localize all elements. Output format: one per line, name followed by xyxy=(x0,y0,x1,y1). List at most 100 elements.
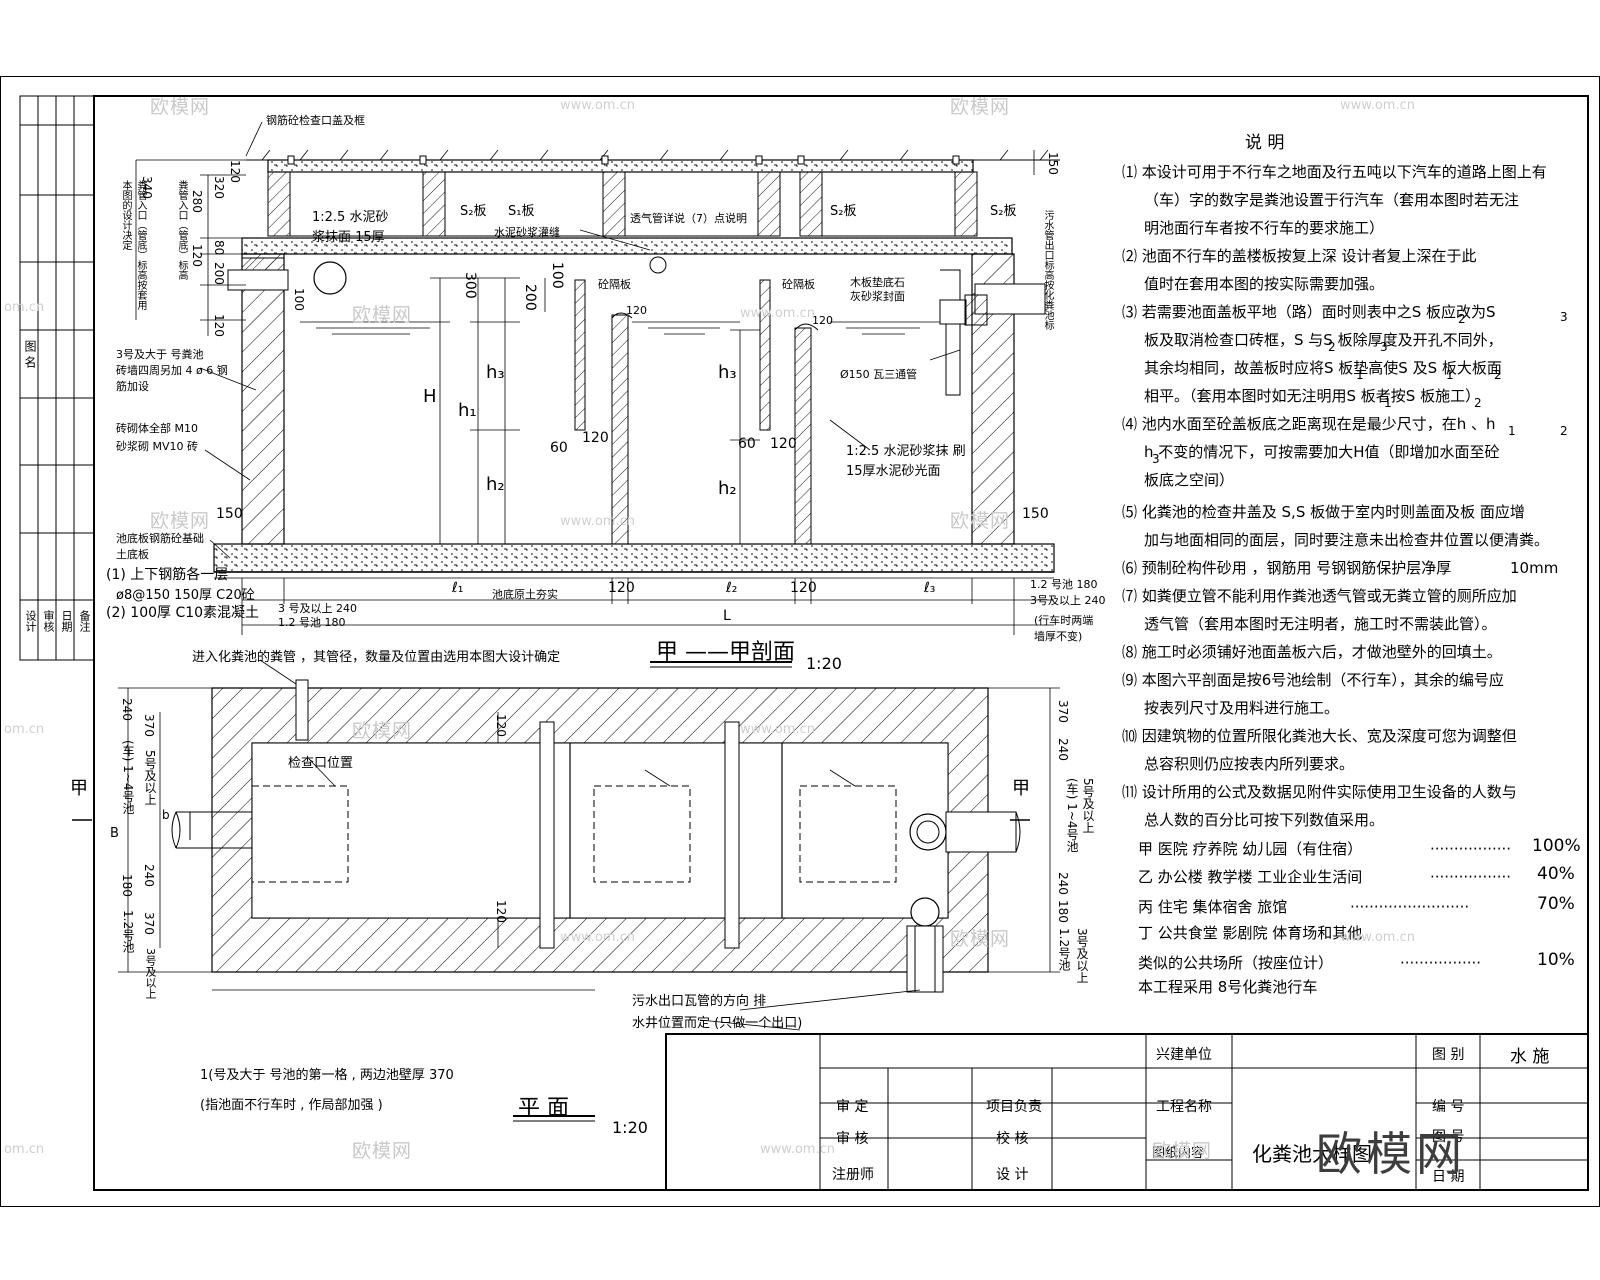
note-subscript: 2 xyxy=(1494,368,1502,382)
section-title: 甲 ——甲剖面 xyxy=(656,640,795,665)
plan-dim-b: b xyxy=(162,808,170,822)
dim-h1: h₁ xyxy=(458,400,477,421)
note-line: 相平。（套用本图时如无注明用S 板者按S 板施工） xyxy=(1144,387,1481,405)
rebar-thickness: 10mm xyxy=(1510,559,1559,577)
watermark-brand: 欧模网 xyxy=(352,1140,413,1162)
note-line: （车）字的数字是粪池设置于行汽车（套用本图时若无注 xyxy=(1144,191,1520,209)
note-line: ⑾ 设计所用的公式及数据见附件实际使用卫生设备的人数与 xyxy=(1122,783,1517,801)
note-line: 按表列尺寸及用料进行施工。 xyxy=(1144,699,1340,717)
watermark-url: www.om.cn xyxy=(1340,930,1415,945)
top-cover-label: 钢筋砼检查口盖及框 xyxy=(266,114,365,127)
plan-left-dim: 180 xyxy=(120,874,134,897)
watermark-brand: 欧模网 xyxy=(352,720,413,742)
inlet-vertical-label: 粪管入口（管底）标高按套用本图的设计决定 xyxy=(120,180,146,310)
dim-200: 200 xyxy=(522,284,538,311)
dim-120-top: 120 xyxy=(626,304,647,317)
project-line: 本工程采用 8号化粪池行车 xyxy=(1138,978,1318,996)
category-pct: 40% xyxy=(1537,864,1575,884)
plan-right-dim: 240 xyxy=(1056,872,1070,895)
category-pct: 100% xyxy=(1532,836,1581,856)
dim-h2-mid: h₂ xyxy=(718,478,737,499)
inlet-pipe-vertical: 粪管入口（管底）标高 xyxy=(176,180,187,280)
brick-note-1: 砖砌体全部 M10 xyxy=(116,422,198,435)
dim-l3: ℓ₃ xyxy=(924,580,936,596)
watermark-brand: 欧模网 xyxy=(150,510,211,532)
rebar-note-2: 砖墙四周另加 4 ø 6 钢 xyxy=(116,364,228,377)
dim-120-mid: 120 xyxy=(770,436,797,452)
note-line: 透气管（套用本图时无注明者，施工时不需装此管）。 xyxy=(1144,615,1497,633)
note-line: 板底之空间） xyxy=(1144,471,1235,489)
category-pct: 70% xyxy=(1537,894,1575,914)
plan-left-dim: 370 xyxy=(142,912,156,935)
dim-300: 300 xyxy=(462,272,478,299)
tb-proofread: 校 核 xyxy=(996,1131,1029,1147)
tb-check: 审 核 xyxy=(836,1131,869,1147)
category-dots: ················· xyxy=(1400,954,1482,972)
note-line: ⑷ 池内水面至砼盖板底之距离现在是最少尺寸，在h 、h xyxy=(1122,415,1496,433)
dim-100: 100 xyxy=(549,262,565,289)
watermark-url: www.om.cn xyxy=(1340,98,1415,113)
dim-150-right: 150 xyxy=(1022,506,1049,522)
note-line: 明池面行车者按不行车的要求施工） xyxy=(1144,219,1385,237)
mortar-joint-label: 水泥砂浆灌缝 xyxy=(494,226,560,239)
category-label: 丁 公共食堂 影剧院 体育场和其他 xyxy=(1138,924,1363,942)
note-line: ⑸ 化粪池的检查井盖及 S,S 板做于室内时则盖面及板 面应增 xyxy=(1122,503,1525,521)
plan-foot-note-1: 1(号及大于 号池的第一格 , 两边池壁厚 370 xyxy=(200,1068,454,1083)
watermark-brand: 欧模网 xyxy=(950,928,1011,950)
tb-review: 审 定 xyxy=(836,1099,869,1115)
plan-left-dim: 3号及以上 xyxy=(144,948,157,999)
wood-plate-label: 木板垫底石灰砂浆封面 xyxy=(850,276,905,303)
dim-20: 120 xyxy=(812,314,833,327)
tb-registered: 注册师 xyxy=(832,1167,874,1183)
watermark-partial: om.cn xyxy=(4,300,45,315)
s2-label-mid: S₂板 xyxy=(830,204,857,219)
tb-project-leader: 项目负责 xyxy=(986,1099,1042,1115)
tb-hidden-1: 图 号 xyxy=(1432,1129,1465,1145)
bottom-left-dim-2: 1.2 号池 180 xyxy=(278,616,346,629)
bottom-right-dim-4: 墙厚不变) xyxy=(1034,630,1083,643)
watermark-url: www.om.cn xyxy=(560,930,635,945)
watermark-large-brand: 欧模网 xyxy=(1316,1127,1466,1181)
dim-200-left: 200 xyxy=(212,262,226,285)
category-label: 丙 住宅 集体宿舍 旅馆 xyxy=(1138,898,1288,916)
tb-number: 编 号 xyxy=(1432,1099,1465,1115)
note-subscript: 2 xyxy=(1560,424,1568,438)
plan-right-dim: 370 xyxy=(1056,700,1070,723)
note-line: h 不变的情况下，可按需要加大H值（即增加水面至砼 xyxy=(1144,443,1500,461)
note-subscript: 1 xyxy=(1384,396,1392,410)
plan-right-dim: 180 xyxy=(1056,900,1070,923)
watermark-brand: 欧模网 xyxy=(950,510,1011,532)
left-strip-label-review: 审核 xyxy=(42,610,55,632)
dim-l1: ℓ₁ xyxy=(452,580,464,596)
note-line: 板及取消检查口砖框，S 与S 板除厚度及开孔不同外， xyxy=(1144,331,1503,349)
category-label: 类似的公共场所（按座位计） xyxy=(1138,954,1334,972)
note-line: ⑹ 预制砼构件砂用 ，钢筋用 号钢钢筋保护层净厚 xyxy=(1122,559,1452,577)
watermark-brand: 欧模网 xyxy=(150,96,211,118)
note-line: 值时在套用本图的按实际需要加强。 xyxy=(1144,275,1385,293)
note-line: ⑵ 池面不行车的盖楼板按复上深 设计者复上深在于此 xyxy=(1122,247,1477,265)
plan-right-dim: 5号及以上 xyxy=(1081,778,1095,834)
plan-foot-note-2: (指池面不行车时 , 作局部加强 ) xyxy=(200,1098,383,1113)
base-note-4: ø8@150 150厚 C20砼 xyxy=(116,588,255,603)
note-subscript: 1 xyxy=(1446,368,1454,382)
watermark-url: www.om.cn xyxy=(740,306,815,321)
bottom-right-dim-2: 3号及以上 240 xyxy=(1030,594,1106,607)
plan-dim-120-bottom: 120 xyxy=(494,900,508,923)
notes-heading: 说 明 xyxy=(1245,133,1285,153)
watermark-brand: 欧模网 xyxy=(950,96,1011,118)
watermark-url: www.om.cn xyxy=(740,722,815,737)
watermark-brand: 欧模网 xyxy=(352,304,413,326)
s2-label-left: S₂板 xyxy=(460,204,487,219)
note-subscript: 2 xyxy=(1474,396,1482,410)
dim-60-left: 60 xyxy=(550,440,568,456)
watermark-url: www.om.cn xyxy=(560,514,635,529)
bottom-left-dim-1: 3 号及以上 240 xyxy=(278,602,357,615)
baffle-label-a: 砼隔板 xyxy=(598,278,631,291)
vent-label: 透气管详说（7）点说明 xyxy=(630,212,747,225)
dim-340: 340 xyxy=(140,176,154,199)
plan-right-dim: 3号及以上 xyxy=(1075,928,1089,984)
section-mark-left: 甲 xyxy=(70,778,88,799)
note-line: ⑴ 本设计可用于不行车之地面及行五吨以下汽车的道路上图上有 xyxy=(1122,163,1547,181)
left-strip-label-design: 设计 xyxy=(24,610,37,632)
